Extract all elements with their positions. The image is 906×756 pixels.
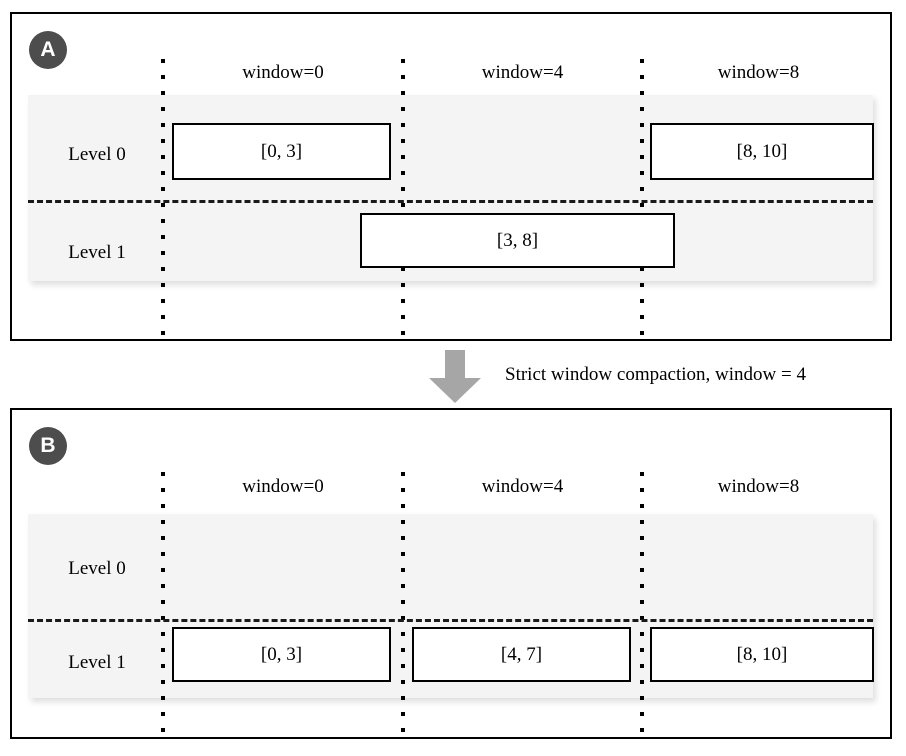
- panel-b-level-0-label: Level 0: [68, 558, 126, 579]
- panel-a-level-0-interval-box: [8, 10]: [650, 123, 874, 180]
- panel-a-window-header-1: window=4: [481, 62, 564, 83]
- panel-b-window-separator-1: [161, 472, 165, 742]
- panel-b-level-1-interval-box: [0, 3]: [172, 627, 391, 682]
- panel-a: A window=0 window=4 window=8 Level 0 Lev…: [10, 12, 892, 341]
- panel-a-window-separator-2: [401, 59, 405, 337]
- panel-a-level-0-label: Level 0: [68, 144, 126, 165]
- panel-a-badge: A: [29, 31, 67, 69]
- transition-group: Strict window compaction, window = 4: [0, 341, 906, 408]
- panel-b: B window=0 window=4 window=8 Level 0 Lev…: [10, 408, 892, 742]
- panel-b-window-separator-2: [401, 472, 405, 742]
- panel-a-window-header-2: window=8: [717, 62, 800, 83]
- panel-b-window-header-2: window=8: [717, 476, 800, 497]
- panel-b-level-1-interval-box: [8, 10]: [650, 627, 874, 682]
- panel-a-level-divider: [28, 200, 873, 203]
- panel-b-window-header-0: window=0: [242, 476, 324, 497]
- down-arrow-icon: [425, 350, 485, 403]
- panel-a-window-header-0: window=0: [242, 62, 324, 83]
- panel-a-level-0-interval-box: [0, 3]: [172, 123, 391, 180]
- panel-a-window-separator-1: [161, 59, 165, 337]
- panel-b-level-1-interval-box: [4, 7]: [412, 627, 631, 682]
- panel-b-level-1-label: Level 1: [68, 652, 126, 673]
- panel-a-window-separator-3: [640, 59, 644, 337]
- panel-b-badge: B: [29, 427, 67, 465]
- panel-b-window-separator-3: [640, 472, 644, 742]
- panel-a-level-1-label: Level 1: [68, 242, 126, 263]
- panel-b-window-header-1: window=4: [481, 476, 564, 497]
- panel-a-level-1-interval-box: [3, 8]: [360, 213, 675, 268]
- transition-caption: Strict window compaction, window = 4: [505, 364, 806, 385]
- panel-b-level-divider: [28, 619, 873, 622]
